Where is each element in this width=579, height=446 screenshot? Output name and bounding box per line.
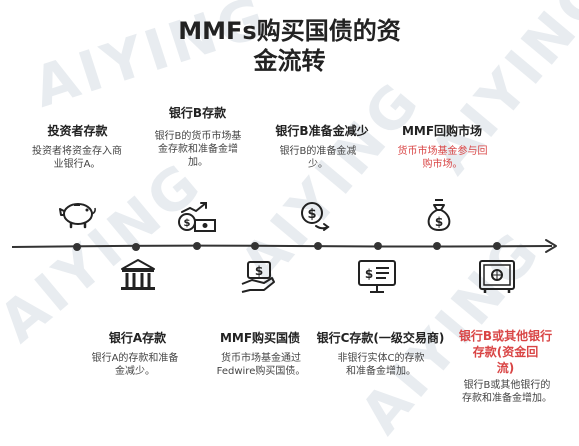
step-mmf-repo-desc: 货币市场基金参与回 购市场。 [385,145,500,171]
desc-line: 银行B的货币市场基 [154,131,242,142]
desc-line: 投资者将资金存入商 [32,146,122,157]
step-bank-c-deposit-heading: 银行C存款(一级交易商) [316,331,445,345]
step-bank-b-reserve-heading: 银行B准备金减少 [275,124,369,138]
piggy-bank-icon [59,203,96,229]
desc-line: 非银行实体C的存款 [337,353,425,364]
safe-icon [479,260,515,293]
desc-line: 业银行A。 [53,159,101,170]
step-mmf-buy-treasury-desc: 货币市场基金通过 Fedwire购买国债。 [202,352,320,378]
timeline-arrowhead [545,239,557,253]
desc-line: 银行B的准备金减 [279,146,357,157]
timeline-dot [251,242,259,250]
desc-line: 银行B或其他银行的 [463,380,551,391]
timeline-dot [493,242,501,250]
heading-line: 流) [496,361,515,375]
timeline-dot [73,243,81,251]
coins-growth-icon: $ [178,202,216,232]
step-bank-b-deposit-desc: 银行B的货币市场基 金存款和准备金增 加。 [143,130,253,169]
page-title: MMFs购买国债的资 金流转 [0,16,579,76]
step-funds-return-heading: 银行B或其他银行 存款(资金回 流) [448,328,563,376]
svg-text:$: $ [255,264,263,278]
desc-line: 金减少。 [115,366,155,377]
dollar-coin-arrow-icon: $ [301,202,330,231]
desc-line: 货币市场基金通过 [221,353,301,364]
desc-line: Fedwire购买国债。 [216,366,306,377]
desc-line: 货币市场基金参与回 [397,146,488,157]
desc-line: 和准备金增加。 [346,366,416,377]
timeline-dot [132,243,140,251]
heading-line: 存款(资金回 [472,345,539,359]
svg-text:$: $ [184,218,191,229]
timeline-dot [374,242,382,250]
desc-line: 加。 [188,157,208,168]
money-bag-icon: $ [427,199,451,232]
step-mmf-repo-heading: MMF回购市场 [401,124,483,138]
desc-line: 购市场。 [422,159,463,170]
step-bank-a-deposit-heading: 银行A存款 [108,331,167,345]
timeline-line [11,244,553,248]
title-line-1: MMFs购买国债的资 [178,17,401,45]
svg-text:$: $ [435,215,443,229]
heading-line: 银行B或其他银行 [458,329,553,343]
desc-line: 银行A的存款和准备 [91,353,179,364]
desc-line: 存款和准备金增加。 [462,393,552,404]
step-funds-return-desc: 银行B或其他银行的 存款和准备金增加。 [448,379,566,405]
monitor-dollar-icon: $ [358,260,396,293]
desc-line: 少。 [308,159,328,170]
bank-building-icon [121,259,155,290]
step-investor-deposit-desc: 投资者将资金存入商 业银行A。 [22,145,132,171]
step-bank-c-deposit-desc: 非银行实体C的存款 和准备金增加。 [325,352,437,378]
step-bank-a-deposit-desc: 银行A的存款和准备 金减少。 [80,352,190,378]
desc-line: 金存款和准备金增 [158,144,238,155]
timeline-dot [193,242,201,250]
timeline [11,239,557,253]
step-bank-b-reserve-desc: 银行B的准备金减 少。 [268,145,368,171]
step-investor-deposit-heading: 投资者存款 [47,124,108,138]
timeline-dot [433,242,441,250]
svg-text:$: $ [307,207,316,222]
svg-text:$: $ [365,267,373,281]
timeline-dot [314,242,322,250]
title-line-2: 金流转 [253,47,326,75]
step-mmf-buy-treasury-heading: MMF购买国债 [219,331,301,345]
hand-cash-icon: $ [241,261,275,293]
step-bank-b-deposit-heading: 银行B存款 [168,106,227,120]
